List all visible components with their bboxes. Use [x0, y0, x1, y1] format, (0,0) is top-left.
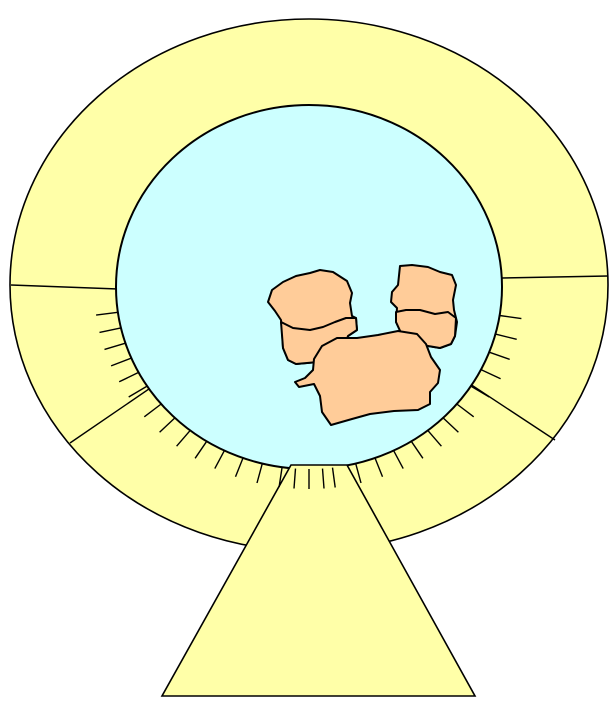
- ring-diagram: [0, 0, 611, 701]
